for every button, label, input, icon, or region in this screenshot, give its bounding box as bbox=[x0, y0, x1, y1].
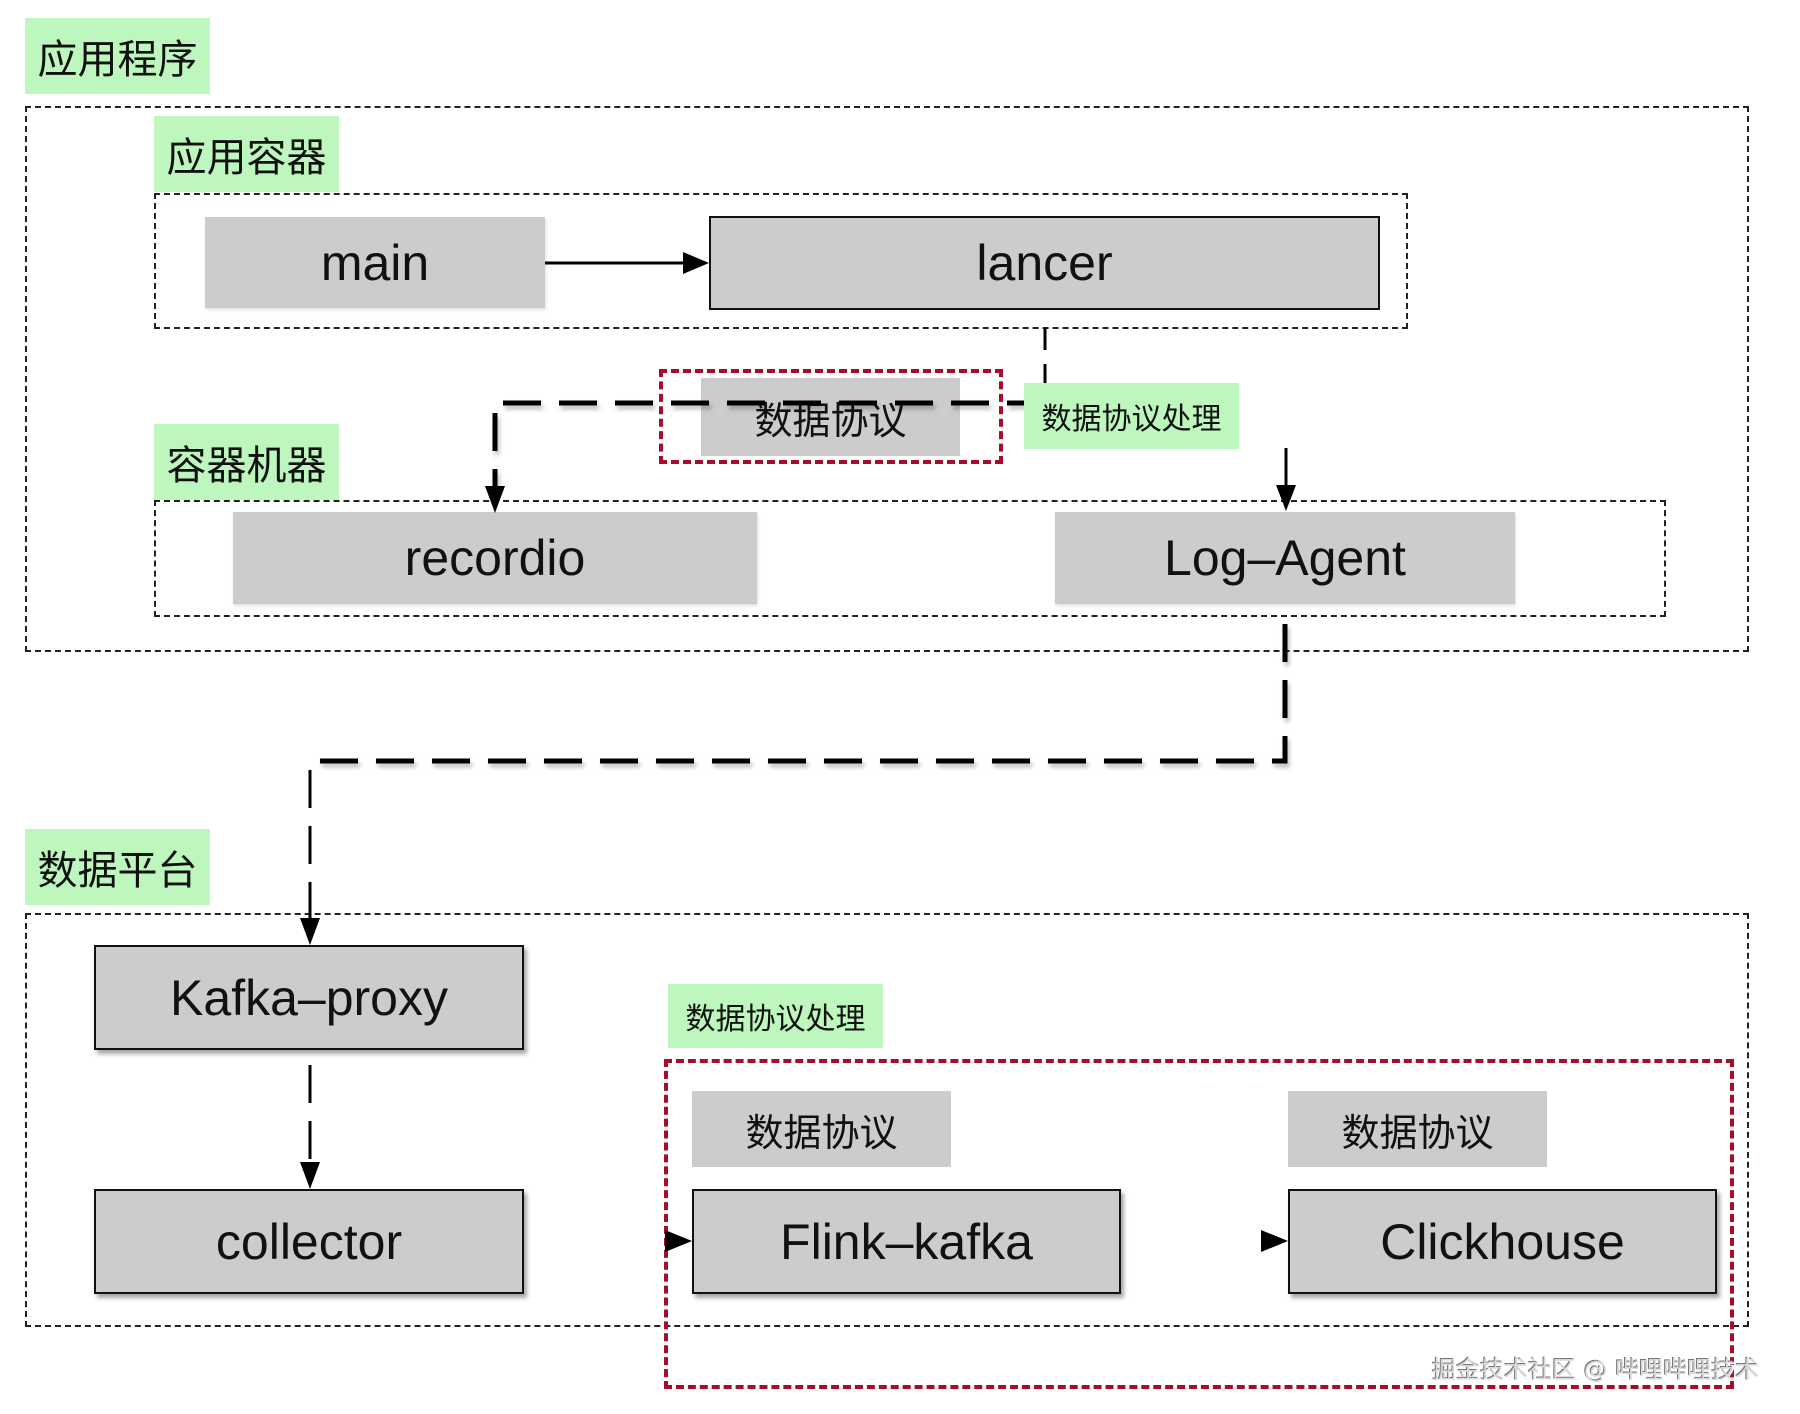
node-collector[interactable]: collector bbox=[94, 1189, 524, 1294]
group-label-app-container: 应用容器 bbox=[154, 116, 339, 192]
group-label-container-machine: 容器机器 bbox=[154, 424, 339, 500]
protocol-label-flink: 数据协议 bbox=[692, 1091, 951, 1167]
watermark: 掘金技术社区 @ 哔哩哔哩技术 bbox=[1432, 1356, 1760, 1384]
node-log-agent[interactable]: Log–Agent bbox=[1055, 512, 1515, 604]
group-container-machine bbox=[154, 500, 1666, 617]
group-data-platform bbox=[25, 913, 1749, 1327]
node-clickhouse[interactable]: Clickhouse bbox=[1288, 1189, 1717, 1294]
protocol-processing-highlight-lower bbox=[664, 1059, 1734, 1389]
node-recordio[interactable]: recordio bbox=[233, 512, 757, 604]
protocol-label-clickhouse: 数据协议 bbox=[1288, 1091, 1547, 1167]
node-kafka-proxy[interactable]: Kafka–proxy bbox=[94, 945, 524, 1050]
group-label-application: 应用程序 bbox=[25, 18, 210, 94]
node-main[interactable]: main bbox=[205, 217, 545, 308]
group-app-container bbox=[154, 193, 1408, 329]
node-lancer[interactable]: lancer bbox=[709, 216, 1380, 310]
protocol-processing-label-upper: 数据协议处理 bbox=[1024, 383, 1239, 449]
group-label-data-platform: 数据平台 bbox=[25, 829, 210, 905]
protocol-processing-label-lower: 数据协议处理 bbox=[668, 984, 883, 1048]
protocol-highlight-upper bbox=[659, 369, 1003, 464]
node-flink-kafka[interactable]: Flink–kafka bbox=[692, 1189, 1121, 1294]
